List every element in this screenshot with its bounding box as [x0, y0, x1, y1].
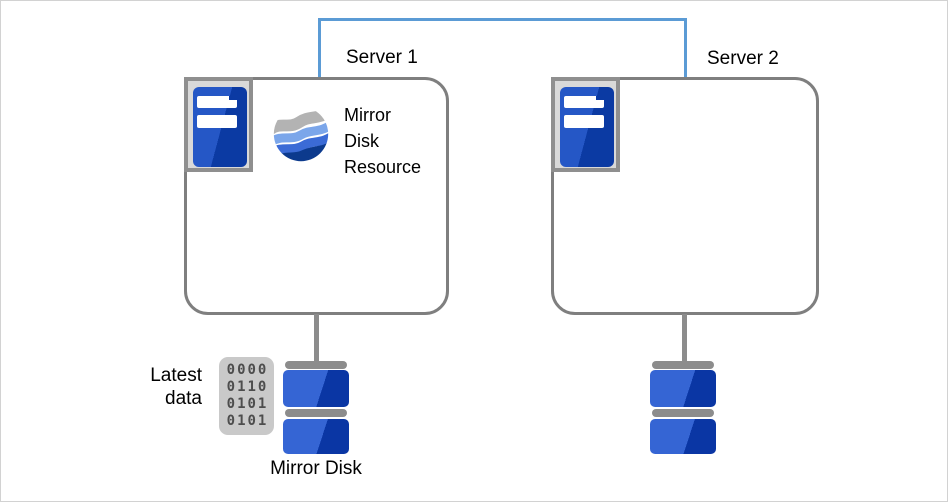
server2-tower-icon [560, 87, 614, 167]
mirror-disk-resource-label: Mirror Disk Resource [344, 102, 421, 180]
tower-slot-bar [564, 115, 604, 128]
tower-slot-notch [229, 96, 237, 100]
disk-cap [285, 409, 347, 417]
binary-row: 0101 [226, 396, 269, 412]
server1-label: Server 1 [346, 47, 418, 68]
disk-platter [283, 419, 349, 454]
disk-platter [650, 370, 716, 407]
server1-disk-connector [314, 314, 319, 362]
binary-data-icon: 0000 0110 0101 0101 [219, 357, 274, 435]
latest-data-line: Latest [150, 365, 202, 386]
disk-platter [650, 419, 716, 454]
server1-disk-icon [283, 357, 349, 454]
mirror-disk-caption: Mirror Disk [270, 458, 362, 479]
server-interconnect-line [318, 18, 687, 78]
disk-cap [652, 409, 714, 417]
server1-tower-icon [193, 87, 247, 167]
resource-label-line: Disk [344, 131, 379, 151]
server2-disk-connector [682, 314, 687, 362]
server2-icon-frame [551, 77, 620, 172]
latest-data-line: data [165, 388, 202, 409]
server2-label: Server 2 [707, 48, 779, 69]
latest-data-label: Latest data [109, 364, 202, 410]
resource-label-line: Mirror [344, 105, 391, 125]
tower-slot-bar [197, 115, 237, 128]
disk-platter [283, 370, 349, 407]
tower-slot-bar [197, 96, 237, 108]
disk-cap [285, 361, 347, 369]
binary-row: 0000 [226, 362, 269, 378]
binary-row: 0110 [226, 379, 269, 395]
tower-slot-notch [596, 96, 604, 100]
tower-slot-bar [564, 96, 604, 108]
disk-cap [652, 361, 714, 369]
resource-label-line: Resource [344, 157, 422, 177]
server1-icon-frame [184, 77, 253, 172]
binary-row: 0101 [226, 413, 269, 429]
server2-disk-icon [650, 357, 716, 454]
mirror-resource-globe-icon [272, 105, 330, 163]
